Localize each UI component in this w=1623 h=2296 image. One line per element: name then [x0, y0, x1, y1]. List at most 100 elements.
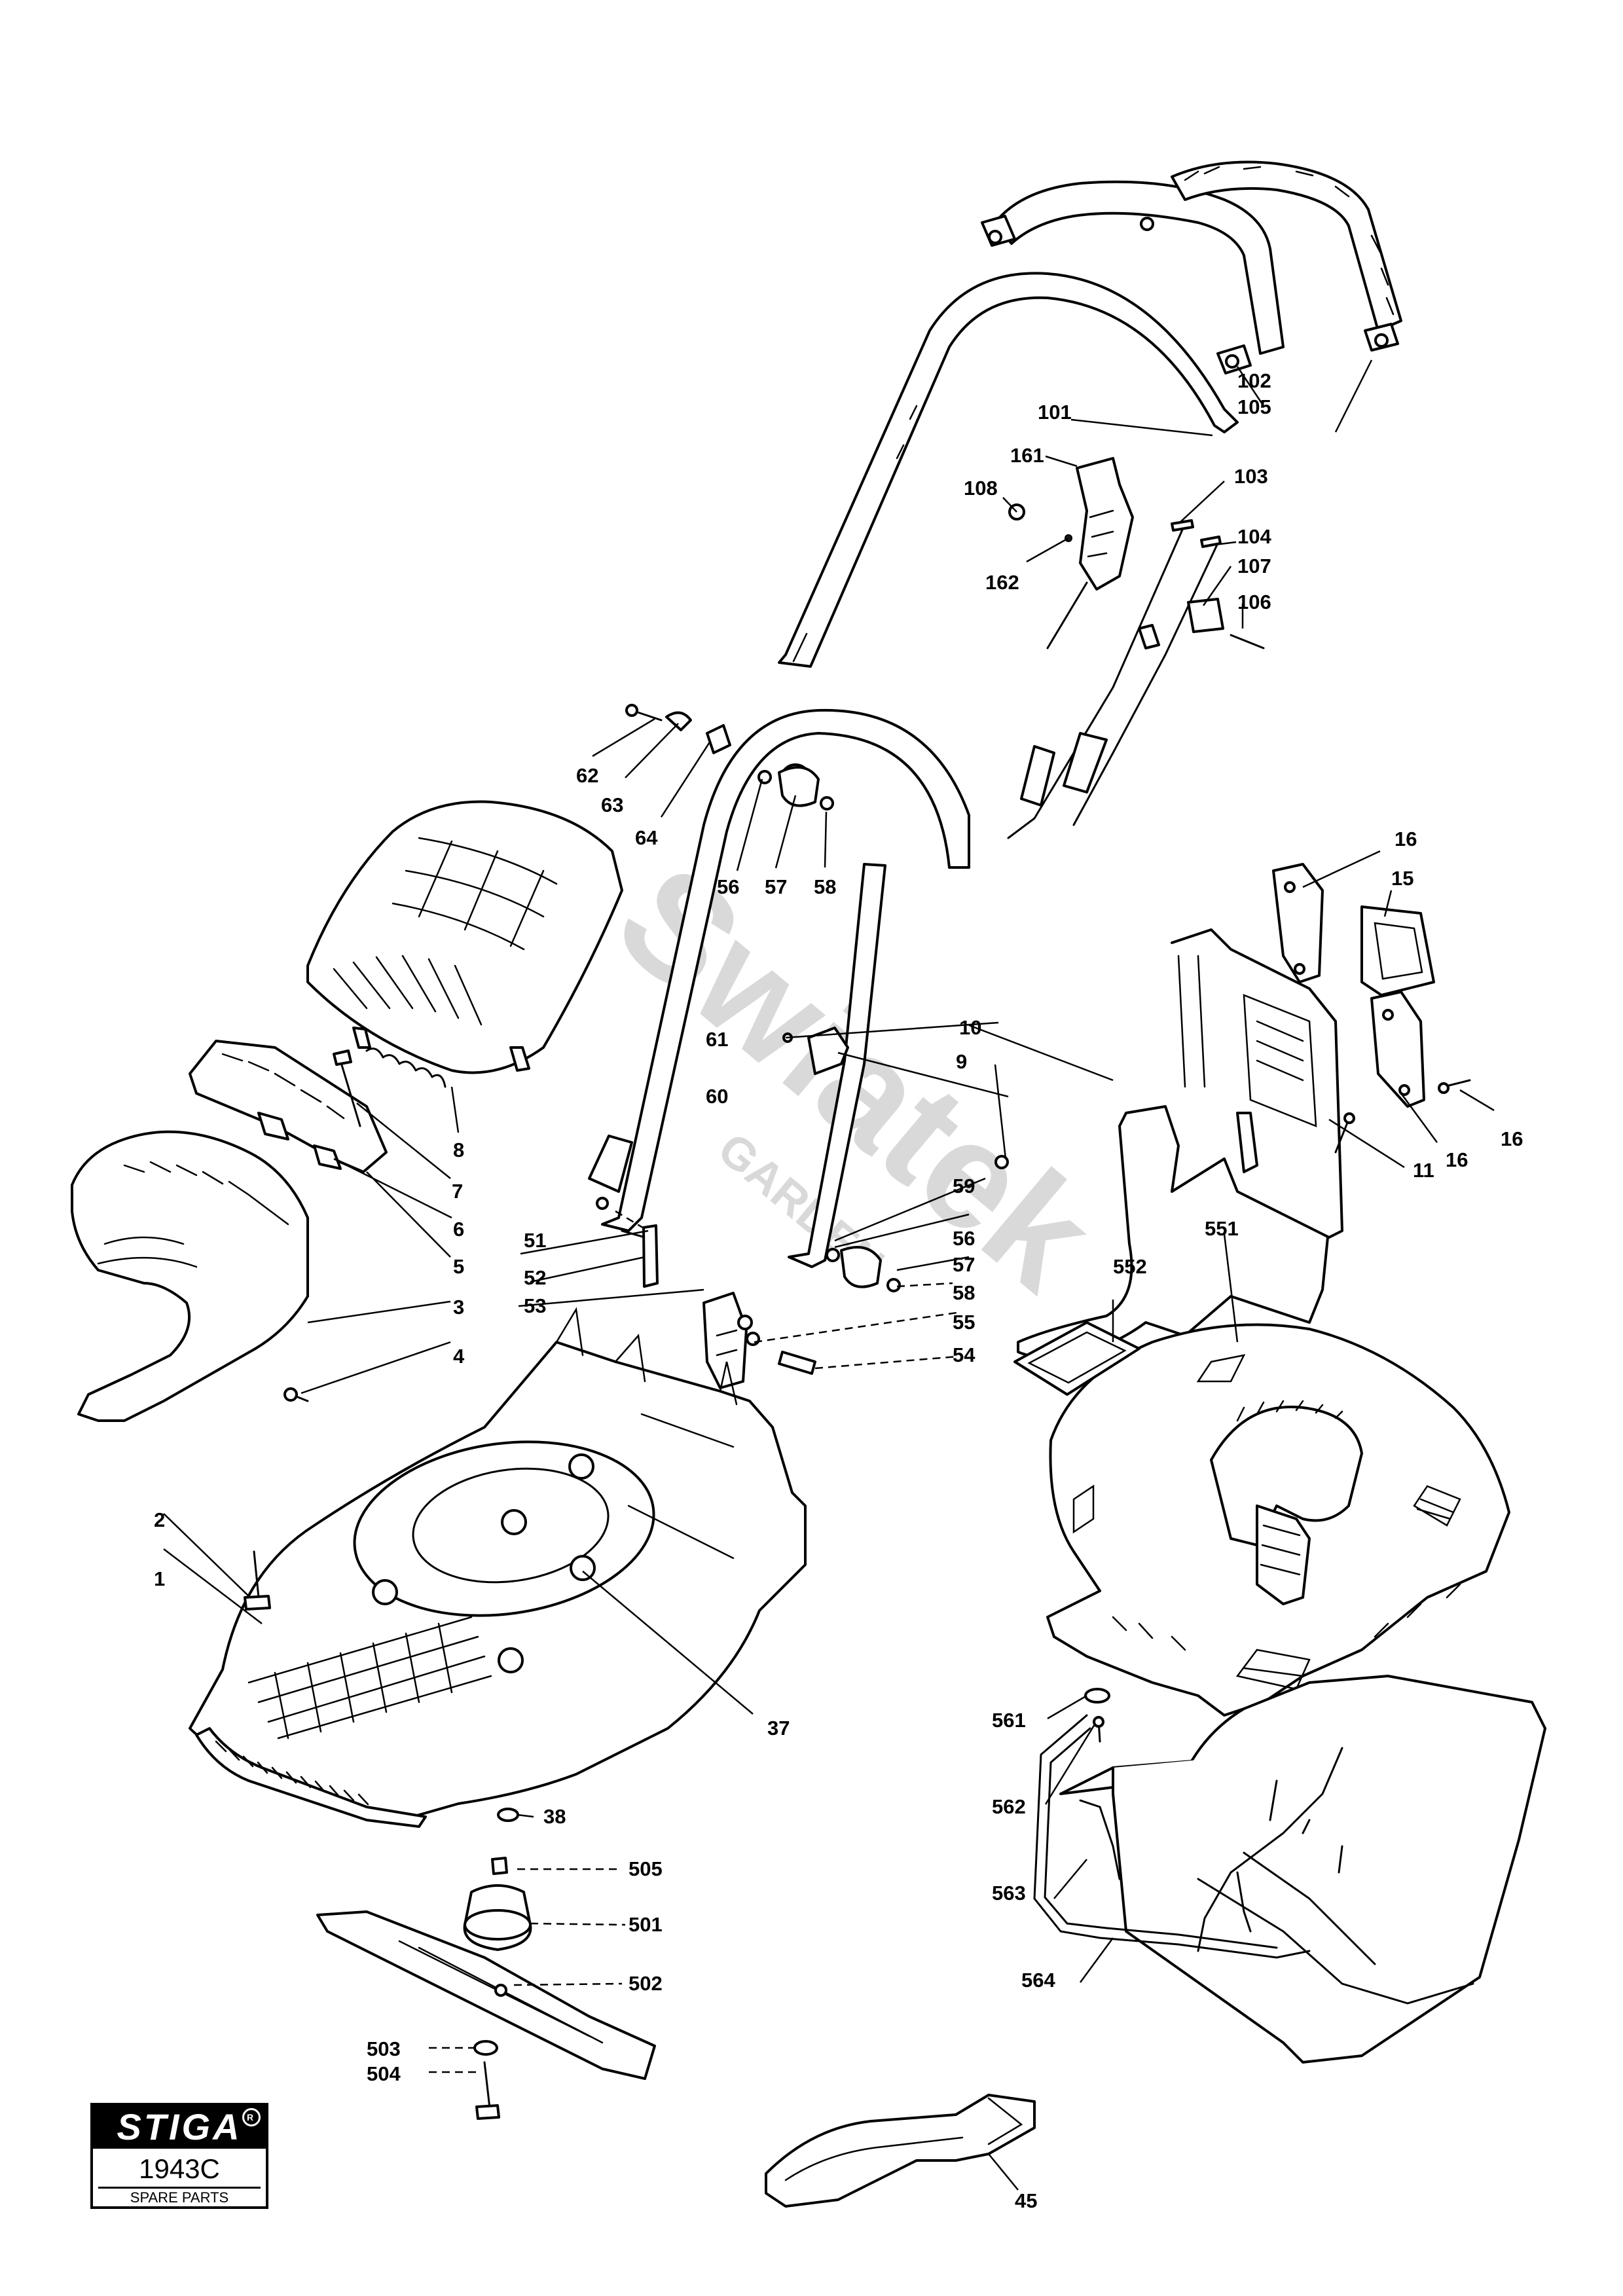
callout-563: 563: [992, 1882, 1026, 1904]
callout-502: 502: [629, 1972, 663, 1995]
callout-5: 5: [453, 1255, 464, 1278]
grass-bag: [1059, 1675, 1546, 2064]
screw-11: [1334, 1112, 1355, 1154]
callout-3: 3: [453, 1296, 464, 1319]
callout-4: 4: [453, 1345, 465, 1368]
hinge-16-bottom: [1370, 991, 1425, 1108]
callout-564: 564: [1021, 1969, 1055, 1992]
blade-adapter: [463, 1857, 532, 1951]
callout-102: 102: [1237, 369, 1271, 392]
spring: [365, 1048, 447, 1088]
callout-106: 106: [1237, 591, 1271, 613]
callout-61: 61: [706, 1028, 728, 1051]
watermark: Swiatek GARDEN: [587, 832, 1125, 1322]
rear-guard: [71, 1130, 309, 1422]
bolt-504: [475, 2061, 500, 2120]
callout-7: 7: [452, 1180, 463, 1203]
spare-parts-label: SPARE PARTS: [98, 2187, 261, 2207]
leader-lines: [163, 359, 1495, 2191]
callout-101: 101: [1038, 401, 1072, 424]
washer-503: [473, 2040, 498, 2056]
callout-63: 63: [601, 793, 623, 816]
callout-15: 15: [1391, 867, 1413, 890]
callout-60: 60: [706, 1085, 728, 1108]
throttle-control: [1008, 457, 1134, 649]
bag-frame: [1033, 1714, 1343, 1959]
callout-503: 503: [367, 2037, 401, 2060]
callout-8: 8: [453, 1139, 464, 1161]
handle-knob-upper: [757, 763, 834, 811]
callout-16-top: 16: [1395, 828, 1417, 850]
rear-bracket: [189, 1040, 388, 1173]
screw-16-right: [1438, 1079, 1471, 1094]
screw-4: [283, 1387, 309, 1402]
bolt-6: [333, 1049, 361, 1127]
callout-1: 1: [154, 1567, 165, 1590]
callout-162: 162: [985, 571, 1019, 594]
callout-58-bottom: 58: [953, 1281, 975, 1304]
mower-deck: [189, 1307, 807, 1828]
callout-37: 37: [767, 1717, 790, 1740]
callout-56-bottom: 56: [953, 1227, 975, 1250]
mulch-plug: [765, 2094, 1036, 2208]
handle-bracket: [621, 1224, 816, 1389]
callout-16-right: 16: [1501, 1127, 1523, 1150]
callout-57-top: 57: [765, 875, 787, 898]
callout-9: 9: [956, 1050, 967, 1073]
callout-108: 108: [964, 477, 998, 500]
bolt-2: [244, 1550, 271, 1611]
grass-catcher-top: [1046, 1323, 1510, 1717]
callout-552: 552: [1113, 1255, 1147, 1278]
washer-38: [497, 1808, 519, 1822]
blade: [316, 1910, 656, 2080]
callout-104: 104: [1237, 525, 1271, 548]
cable-assembly: [1007, 519, 1265, 839]
callout-45: 45: [1015, 2189, 1037, 2212]
screw-set-62-64: [625, 704, 731, 754]
callout-62: 62: [576, 764, 598, 787]
screw-562: [1093, 1716, 1104, 1743]
callout-103: 103: [1234, 465, 1268, 488]
callout-54: 54: [953, 1343, 976, 1366]
brand-name: STIGA: [117, 2106, 242, 2147]
callout-55: 55: [953, 1311, 975, 1334]
brand-logo-box: STIGA R 1943C SPARE PARTS: [90, 2103, 268, 2209]
washer-561: [1084, 1688, 1110, 1704]
callout-11: 11: [1413, 1159, 1434, 1182]
callout-504: 504: [367, 2062, 401, 2085]
registered-mark-icon: R: [242, 2108, 261, 2126]
catcher-lid-552: [1013, 1321, 1140, 1396]
model-number: 1943C: [139, 2153, 220, 2184]
callout-56-top: 56: [717, 875, 739, 898]
callout-52: 52: [524, 1266, 546, 1289]
callout-105: 105: [1237, 395, 1271, 418]
callout-16-bottom: 16: [1446, 1148, 1468, 1171]
callout-64: 64: [635, 826, 658, 849]
callout-57-bottom: 57: [953, 1253, 975, 1276]
callout-58-top: 58: [814, 875, 836, 898]
hinge-16-top: [1272, 863, 1324, 983]
callout-107: 107: [1237, 555, 1271, 577]
callout-51: 51: [524, 1229, 546, 1252]
callout-10: 10: [959, 1016, 981, 1039]
brand-logo: STIGA R: [93, 2105, 266, 2149]
plug-15: [1360, 905, 1435, 996]
callout-505: 505: [629, 1857, 663, 1880]
callout-551: 551: [1205, 1217, 1239, 1240]
callout-53: 53: [524, 1294, 546, 1317]
handle-knob-lower: [826, 1246, 901, 1292]
handle-clip: [782, 1027, 849, 1075]
callout-38: 38: [543, 1805, 566, 1828]
screw-9: [994, 1155, 1009, 1169]
callout-6: 6: [453, 1218, 464, 1241]
callout-161: 161: [1010, 444, 1044, 467]
handle-bar-grip: [981, 160, 1402, 374]
callout-501: 501: [629, 1913, 663, 1936]
lower-handle: [588, 708, 970, 1268]
callout-2: 2: [154, 1508, 165, 1531]
callout-562: 562: [992, 1795, 1026, 1818]
callouts: 101 102 105 103 104 107 106 161 108 162 …: [154, 369, 1523, 2212]
upper-handle: [778, 272, 1239, 668]
callout-59: 59: [953, 1175, 975, 1197]
